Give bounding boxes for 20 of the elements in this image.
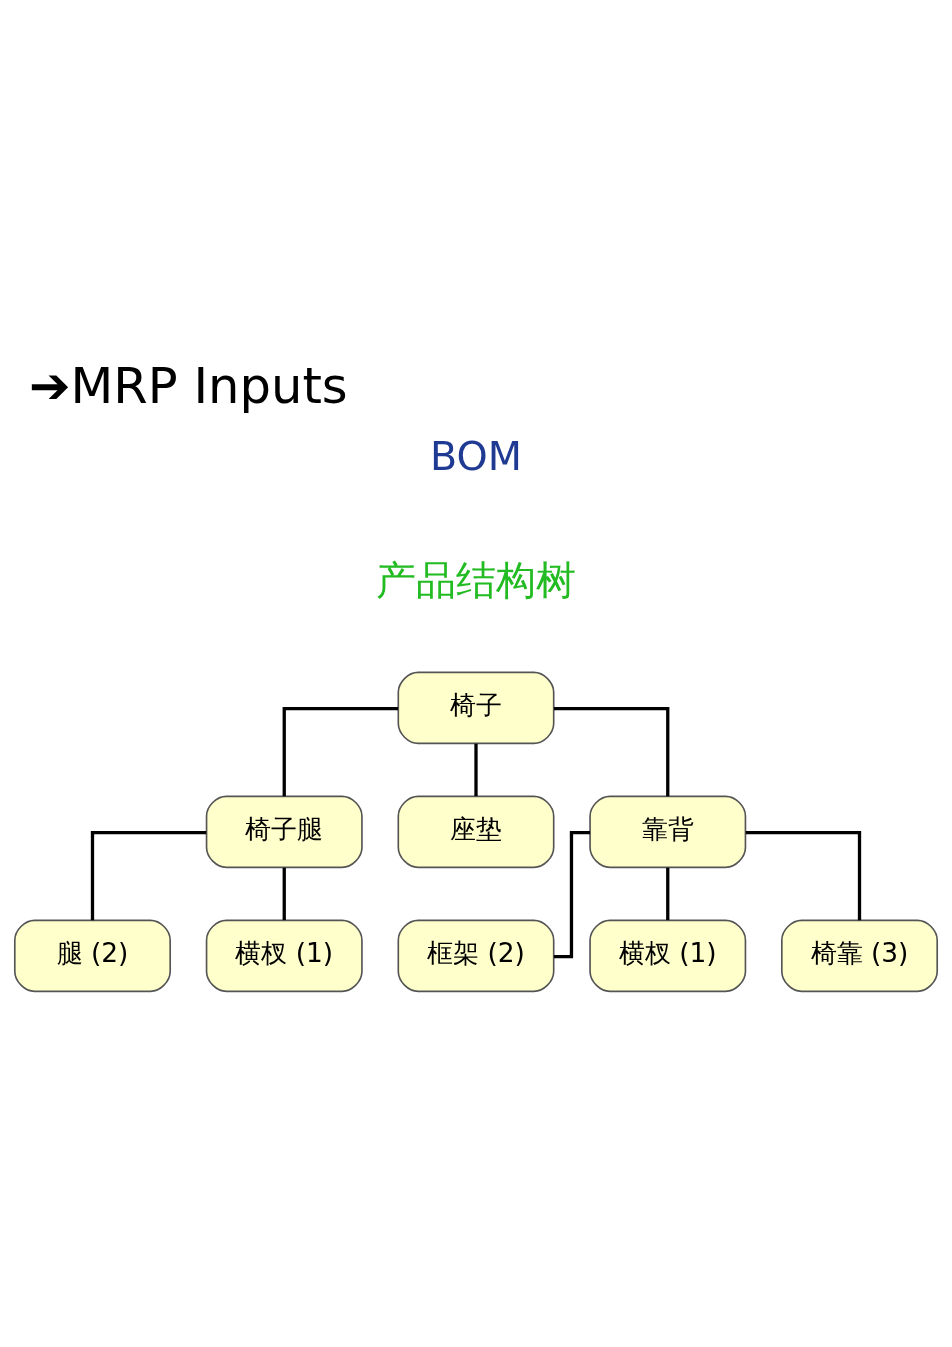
connector: [474, 743, 478, 796]
connector: [90, 830, 207, 920]
node-box: 腿 (2): [13, 919, 171, 992]
connector: [666, 867, 670, 920]
node-box: 靠背: [589, 795, 747, 868]
node-box: 椅子: [397, 671, 555, 744]
connector: [282, 706, 398, 796]
connector: [553, 830, 591, 958]
diagram-title: ➔MRP Inputs: [29, 356, 348, 415]
label: BOM: [430, 432, 522, 479]
node-box: 横杈 (1): [589, 919, 747, 992]
connector: [745, 830, 862, 920]
node-box: 横杈 (1): [205, 919, 363, 992]
node-box: 座垫: [397, 795, 555, 868]
node-box: 椅靠 (3): [781, 919, 939, 992]
connector: [554, 706, 670, 796]
label: 产品结构树: [376, 556, 576, 603]
node-box: 椅子腿: [205, 795, 363, 868]
node-box: 框架 (2): [397, 919, 555, 992]
connector: [282, 867, 286, 920]
